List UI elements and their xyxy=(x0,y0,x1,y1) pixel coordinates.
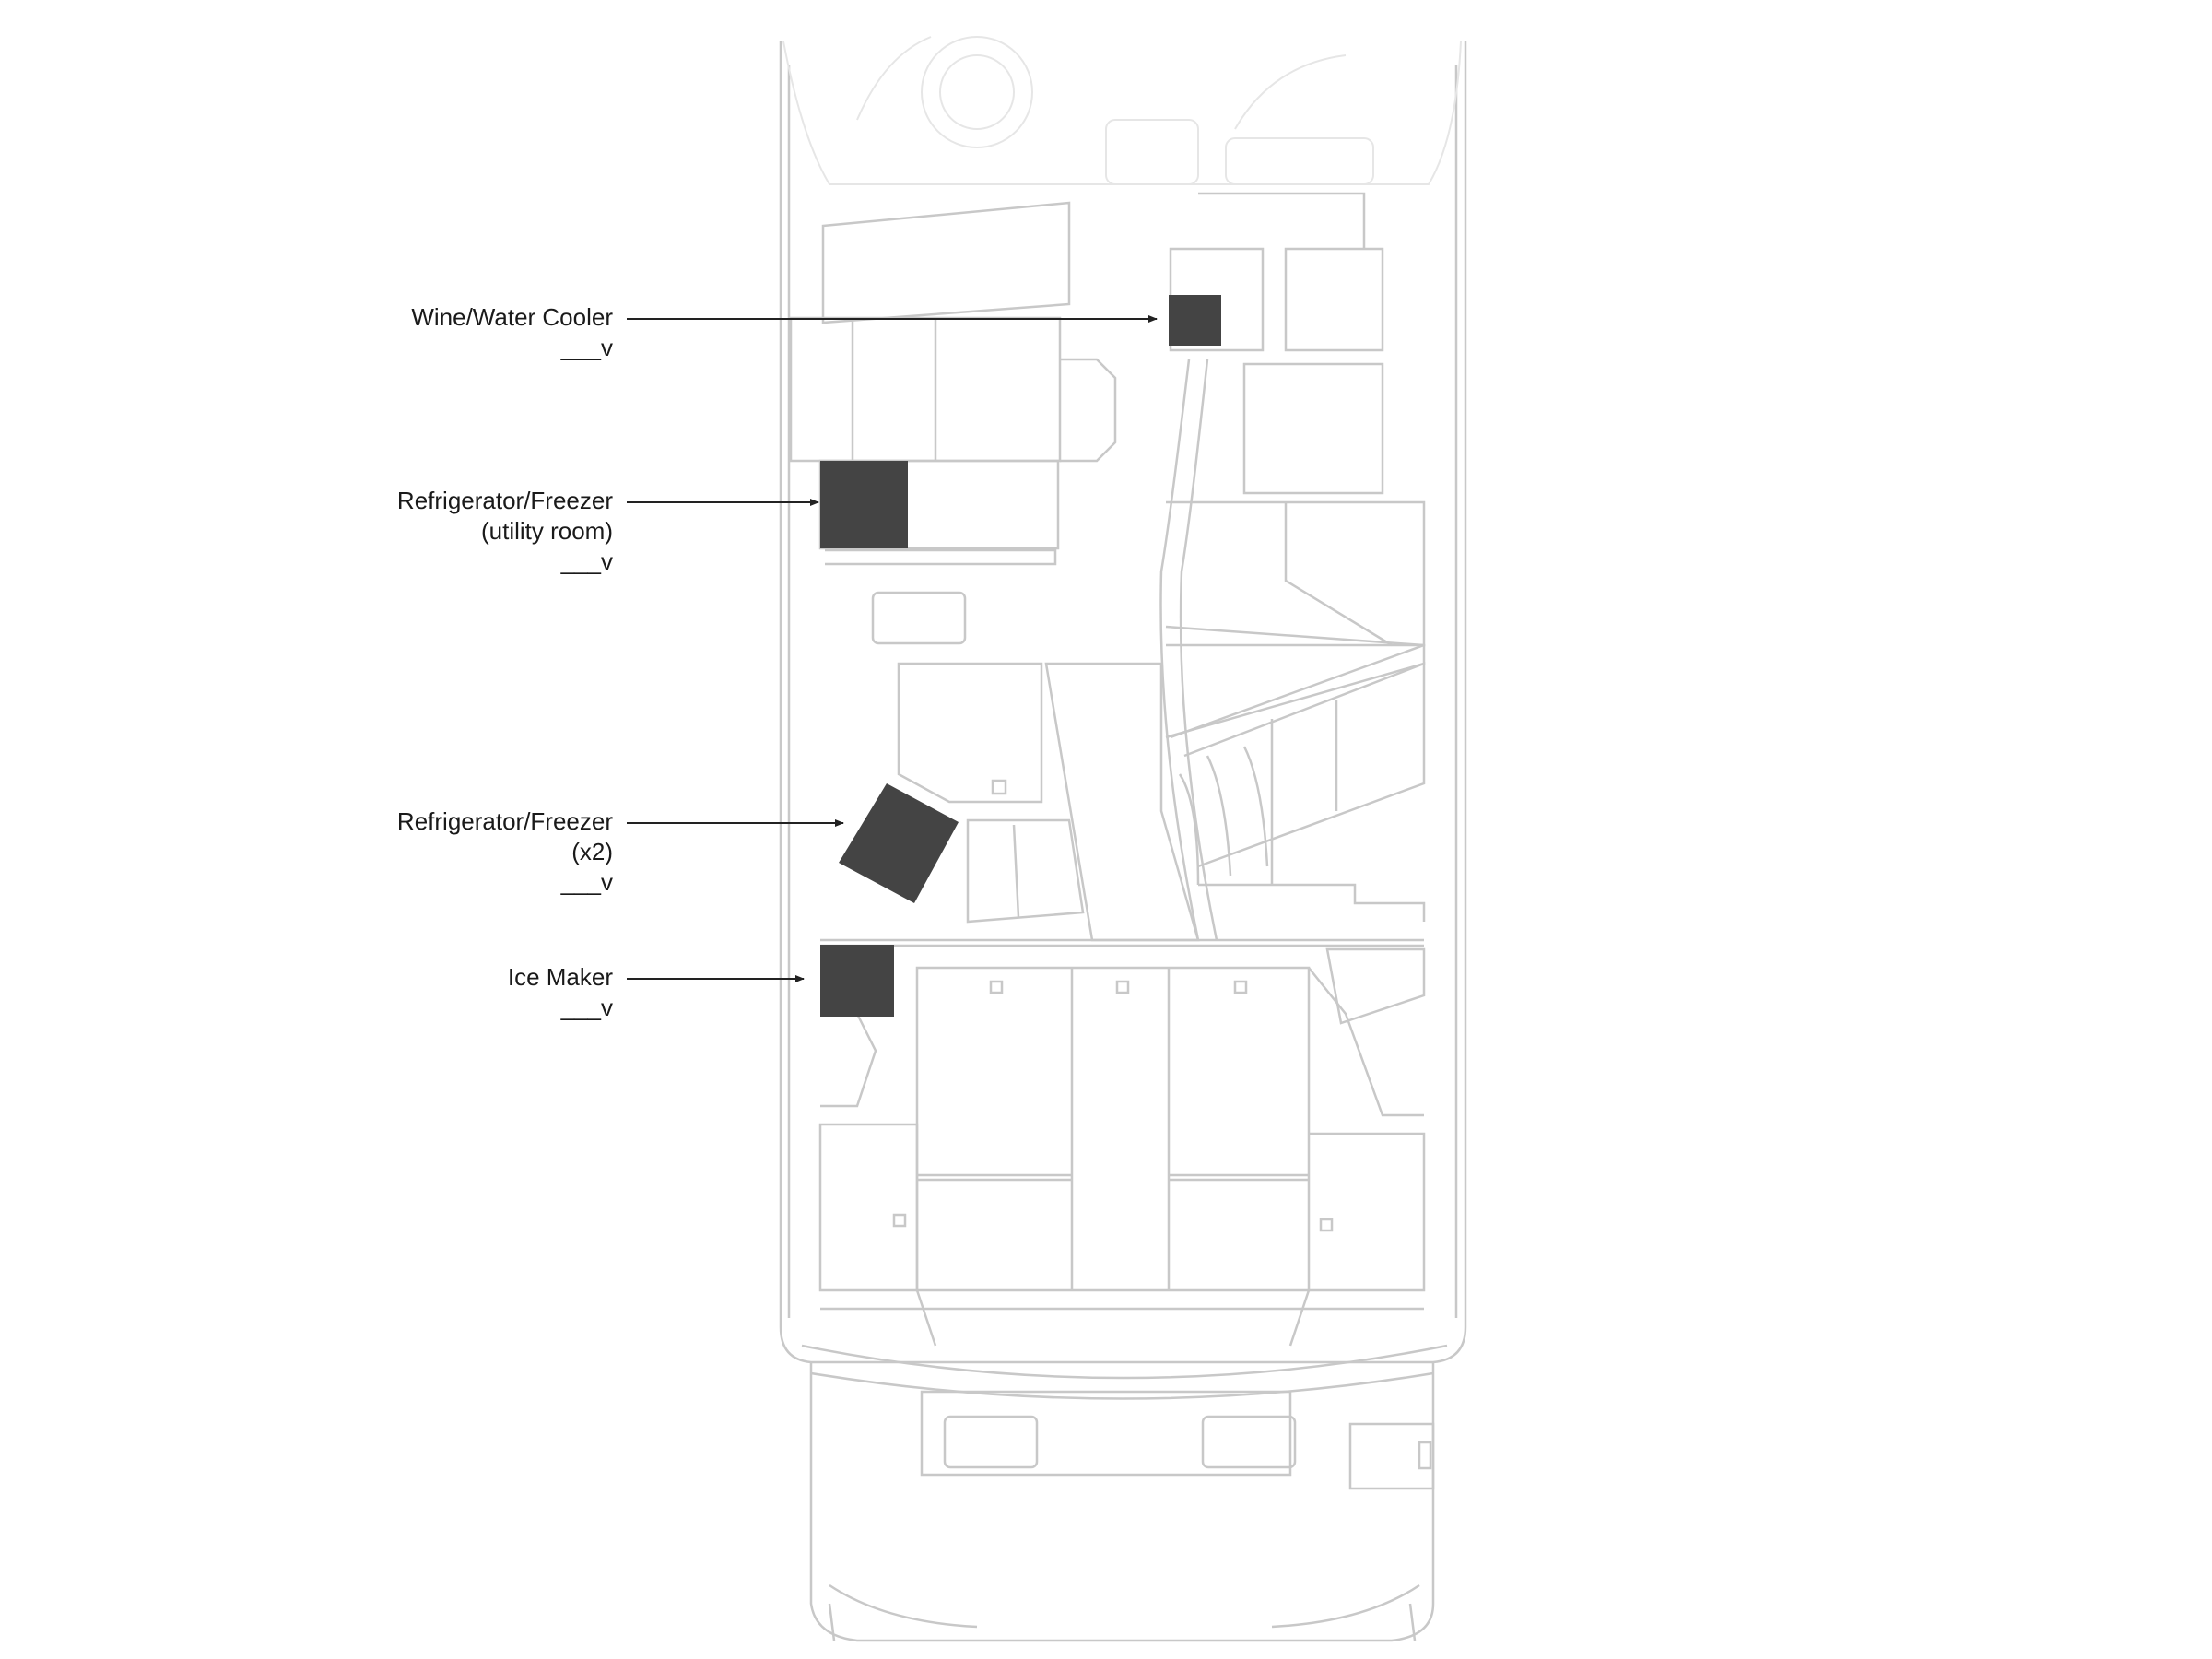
callout-label: Wine/Water Cooler xyxy=(411,303,613,331)
wine-cooler-box xyxy=(1169,295,1221,346)
callout-label: Refrigerator/Freezer xyxy=(396,807,613,835)
hull-outline xyxy=(779,41,1467,1642)
appliances xyxy=(820,295,1221,1017)
callout-voltage-blank: ___v xyxy=(560,334,613,361)
callout-voltage-blank: ___v xyxy=(560,994,613,1021)
interior-walls xyxy=(789,192,1435,1641)
bow-helm xyxy=(782,36,1462,185)
callout-refrigerator-x2: Refrigerator/Freezer (x2) ___v xyxy=(397,806,613,898)
fridge-x2-box xyxy=(839,783,959,903)
callout-sublabel: (utility room) xyxy=(480,517,613,545)
callout-refrigerator-utility-room: Refrigerator/Freezer (utility room) ___v xyxy=(397,486,613,577)
callout-voltage-blank: ___v xyxy=(560,868,613,896)
ice-maker-box xyxy=(820,945,894,1017)
fridge-utility-box xyxy=(820,461,908,548)
callout-wine-water-cooler: Wine/Water Cooler ___v xyxy=(411,302,613,363)
leader-lines xyxy=(627,315,1158,982)
callout-label: Ice Maker xyxy=(507,963,613,991)
callout-label: Refrigerator/Freezer xyxy=(396,487,613,514)
callout-voltage-blank: ___v xyxy=(560,547,613,575)
callout-sublabel: (x2) xyxy=(571,838,613,865)
callout-ice-maker: Ice Maker ___v xyxy=(508,962,613,1023)
